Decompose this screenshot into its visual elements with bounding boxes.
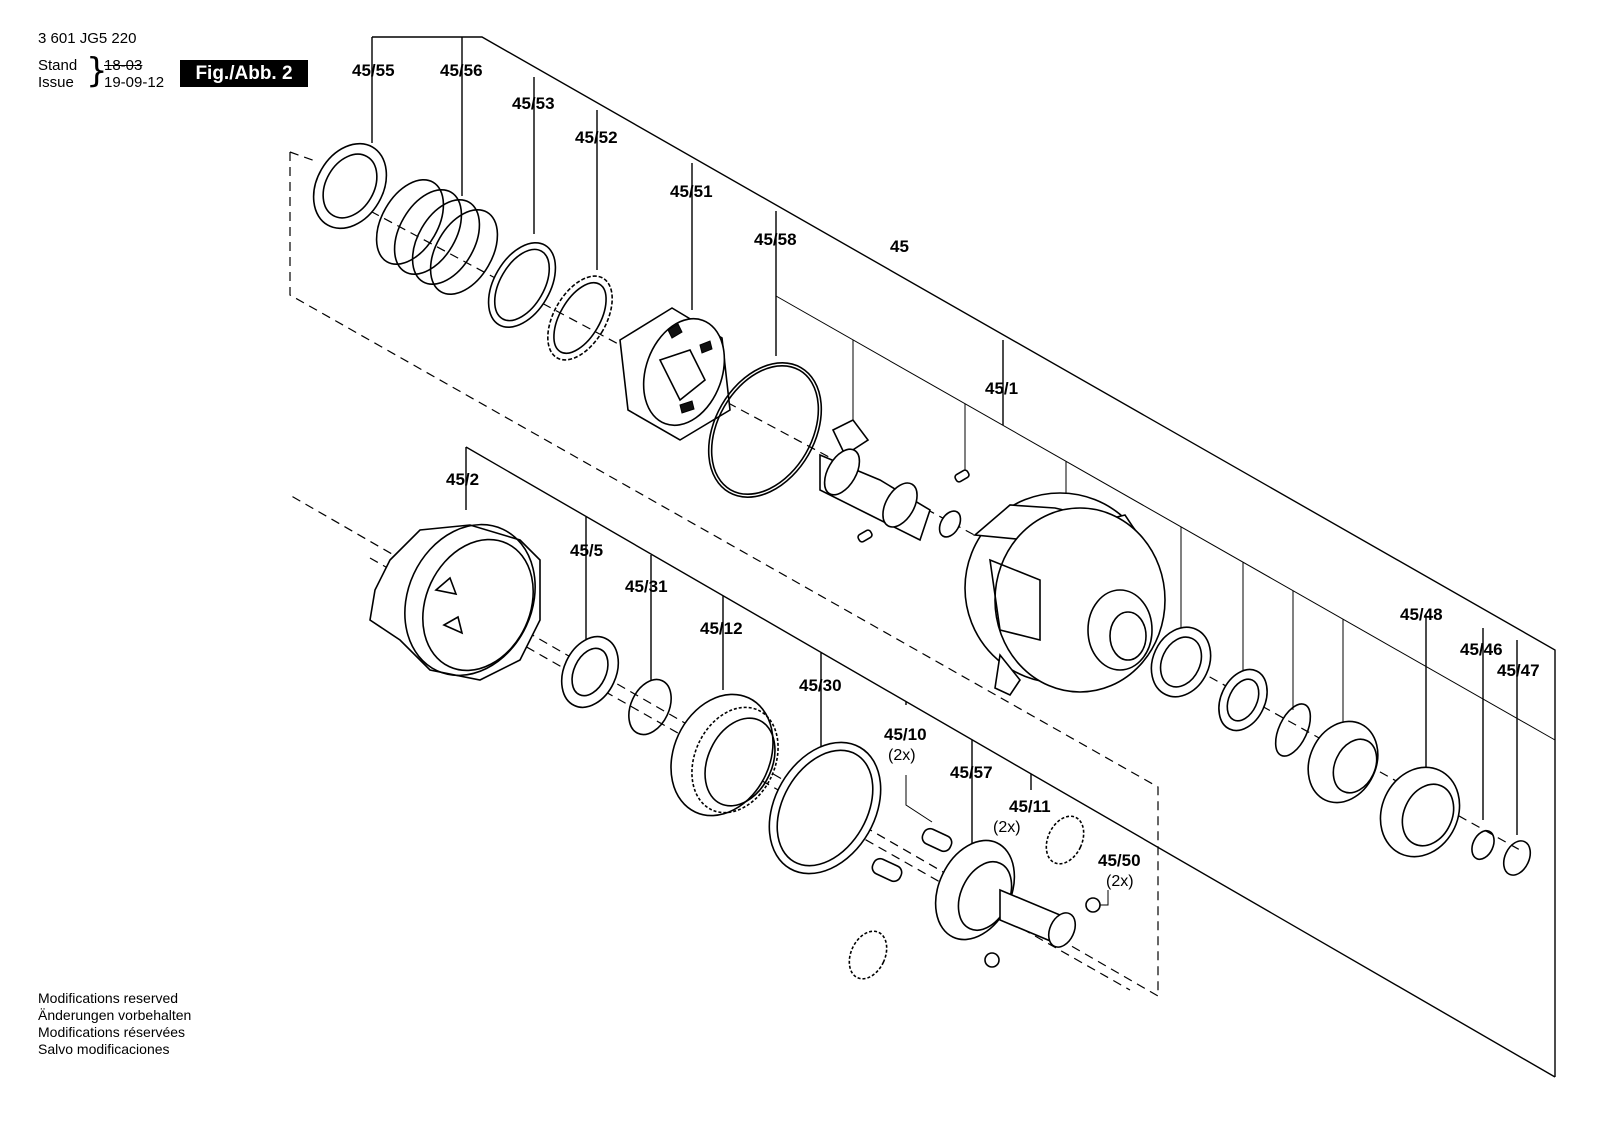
label-45-5: 45/5	[570, 541, 603, 560]
part-45-57-planet-carrier	[934, 839, 1077, 948]
part-45-30-washer	[768, 741, 882, 875]
part-45-12-ring-gear	[670, 693, 779, 817]
note-de: Änderungen vorbehalten	[38, 1007, 192, 1023]
stand-date: 18-03	[104, 57, 143, 74]
label-45-10: 45/10	[884, 725, 927, 744]
document-number: 3 601 JG5 220	[38, 30, 137, 47]
part-45-11-planet-gears	[848, 815, 1085, 980]
label-45-56: 45/56	[440, 61, 483, 80]
part-45-53-washer	[487, 241, 557, 329]
issue-label: Issue	[38, 74, 74, 91]
brace-glyph: }	[86, 51, 108, 91]
part-45-58-o-ring	[707, 362, 823, 498]
part-45-housing	[964, 492, 1166, 697]
note-es: Salvo modificaciones	[38, 1041, 170, 1057]
label-45-30: 45/30	[799, 676, 842, 695]
part-45-31-circlip	[628, 678, 672, 736]
label-45-47: 45/47	[1497, 661, 1540, 680]
part-45-10-pins	[871, 827, 953, 883]
part-45-56-spring	[375, 178, 499, 296]
label-45-48: 45/48	[1400, 605, 1443, 624]
label-45-11-qty: (2x)	[993, 819, 1021, 836]
label-45-11: 45/11	[1009, 797, 1051, 816]
label-45-31: 45/31	[625, 577, 668, 596]
part-45-2-cover	[369, 523, 541, 681]
part-45-50-balls	[984, 897, 1101, 968]
modification-notes: Modifications reserved Änderungen vorbeh…	[38, 990, 191, 1058]
part-45-48-nut-and-rings	[1150, 626, 1532, 876]
part-45-52-ball-ring	[547, 275, 613, 361]
label-45-12: 45/12	[700, 619, 743, 638]
part-45-5-bearing	[560, 635, 620, 709]
label-45-57: 45/57	[950, 763, 993, 782]
label-45-52: 45/52	[575, 128, 618, 147]
label-45-10-qty: (2x)	[888, 747, 916, 764]
part-45-1-anvil-shaft	[819, 418, 970, 543]
lower-assembly-frame	[465, 446, 1556, 1078]
label-45: 45	[890, 237, 909, 256]
figure-badge: Fig./Abb. 2	[180, 60, 308, 87]
note-en: Modifications reserved	[38, 990, 179, 1006]
issue-date: 19-09-12	[104, 74, 165, 91]
part-45-55-seal-ring	[312, 142, 388, 230]
label-45-1: 45/1	[985, 379, 1018, 398]
label-45-2: 45/2	[446, 470, 479, 489]
upper-assembly-frame	[371, 36, 1556, 1077]
label-45-46: 45/46	[1460, 640, 1503, 659]
label-45-50: 45/50	[1098, 851, 1141, 870]
label-45-55: 45/55	[352, 61, 395, 80]
part-45-51-hammer	[619, 307, 731, 441]
label-45-51: 45/51	[670, 182, 713, 201]
label-45-50-qty: (2x)	[1106, 873, 1134, 890]
label-45-58: 45/58	[754, 230, 797, 249]
label-45-53: 45/53	[512, 94, 555, 113]
stand-label: Stand	[38, 57, 78, 74]
part-labels: 45/55 45/56 45/53 45/52 45/51 45/58 45 4…	[352, 61, 1540, 890]
note-fr: Modifications réservées	[38, 1024, 186, 1040]
